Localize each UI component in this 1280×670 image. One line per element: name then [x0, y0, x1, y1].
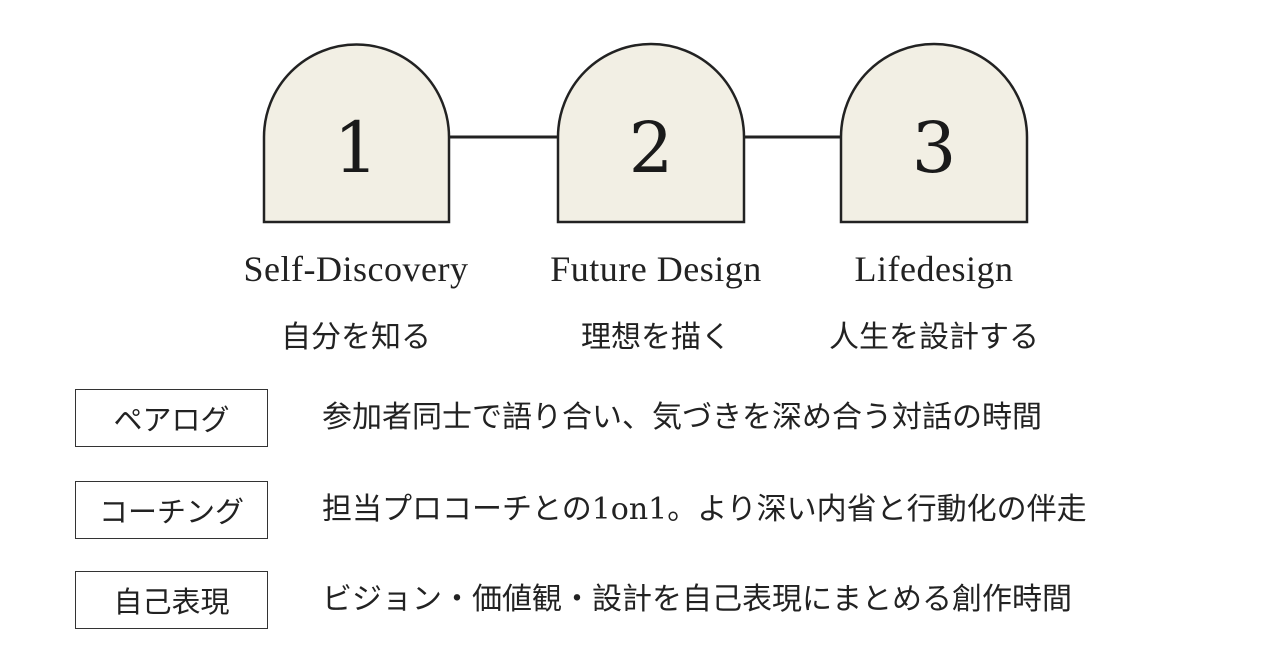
step-arch-2: 2	[556, 42, 746, 224]
program-tag-coaching: コーチング	[75, 481, 268, 539]
program-tag-self-expression: 自己表現	[75, 571, 268, 629]
step-arch-1: 1	[262, 43, 451, 224]
step-subtitle-2: 理想を描く	[581, 320, 731, 355]
step-number-2: 2	[629, 107, 674, 189]
arch-shape-1	[262, 43, 451, 224]
step-arches: 1 2 3	[262, 42, 1029, 224]
step-subtitle-1: 自分を知る	[281, 320, 431, 355]
step-title-3: Lifedesign	[854, 249, 1014, 289]
step-number-1: 1	[334, 107, 379, 189]
arch-shape-3	[839, 42, 1029, 224]
step-number-3: 3	[912, 107, 957, 189]
arch-shape-2	[556, 42, 746, 224]
step-arch-3: 3	[839, 42, 1029, 224]
program-description-2: 担当プロコーチとの1on1。より深い内省と行動化の伴走	[322, 492, 1087, 527]
program-tag-pairlog: ペアログ	[75, 389, 268, 447]
step-title-1: Self-Discovery	[243, 249, 469, 289]
program-description-1: 参加者同士で語り合い、気づきを深め合う対話の時間	[322, 400, 1042, 435]
step-subtitle-3: 人生を設計する	[829, 320, 1039, 355]
program-description-3: ビジョン・価値観・設計を自己表現にまとめる創作時間	[322, 582, 1072, 617]
step-title-2: Future Design	[550, 249, 762, 289]
